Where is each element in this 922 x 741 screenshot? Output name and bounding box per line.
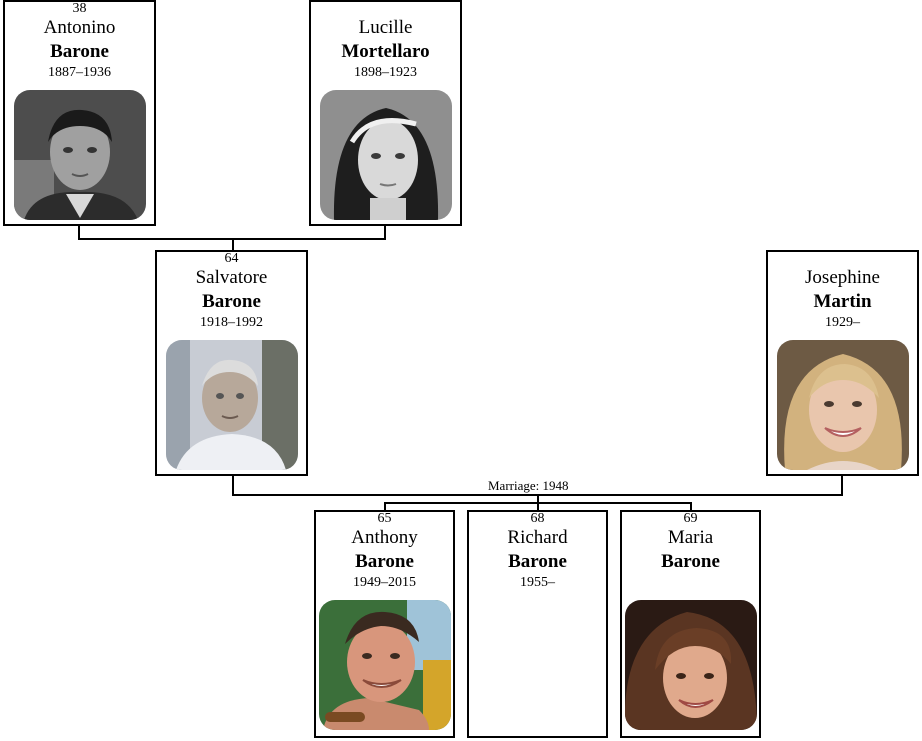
person-first-name: Antonino (43, 17, 116, 38)
person-number: 65 (377, 511, 392, 526)
person-years: 1949–2015 (353, 575, 416, 590)
connector-josephine-down (841, 474, 843, 496)
person-years: 1929– (825, 315, 860, 330)
connector-lucille-down (384, 224, 386, 240)
person-first-name: Salvatore (195, 267, 268, 288)
person-card-josephine[interactable]: Josephine Martin 1929– (766, 250, 919, 476)
person-years: 1898–1923 (354, 65, 417, 80)
marriage-label: Marriage: 1948 (488, 478, 569, 493)
connector-to-salvatore (232, 238, 234, 252)
connector-marriage-to-children (537, 494, 539, 504)
person-card-anthony[interactable]: 65 Anthony Barone 1949–2015 (314, 510, 455, 738)
connector-maria-up (690, 502, 692, 511)
connector-anthony-up (384, 502, 386, 511)
portrait-photo[interactable] (318, 600, 451, 730)
person-years: 1918–1992 (200, 315, 263, 330)
person-first-name: Josephine (805, 267, 880, 288)
person-first-name: Richard (507, 527, 568, 548)
person-number: 64 (224, 251, 239, 266)
portrait-photo[interactable] (13, 90, 146, 220)
person-card-maria[interactable]: 69 Maria Barone (620, 510, 761, 738)
person-number (768, 252, 917, 266)
connector-richard-up (537, 502, 539, 511)
person-card-richard[interactable]: 68 Richard Barone 1955– (467, 510, 608, 738)
person-number: 69 (683, 511, 698, 526)
portrait-photo[interactable] (165, 340, 298, 470)
person-first-name: Lucille (358, 17, 413, 38)
person-years (622, 574, 759, 592)
connector-antonino-down (78, 224, 80, 240)
person-first-name: Anthony (351, 527, 418, 548)
portrait-photo[interactable] (776, 340, 909, 470)
person-last-name: Barone (50, 41, 109, 62)
person-years: 1887–1936 (48, 65, 111, 80)
person-years: 1955– (520, 575, 555, 590)
portrait-photo[interactable] (319, 90, 452, 220)
person-last-name: Barone (508, 551, 567, 572)
person-last-name: Mortellaro (341, 41, 430, 62)
connector-salvatore-down (232, 474, 234, 496)
person-last-name: Martin (813, 291, 872, 312)
person-last-name: Barone (202, 291, 261, 312)
person-card-salvatore[interactable]: 64 Salvatore Barone 1918–1992 (155, 250, 308, 476)
person-last-name: Barone (661, 551, 720, 572)
person-last-name: Barone (355, 551, 414, 572)
person-card-antonino[interactable]: 38 Antonino Barone 1887–1936 (3, 0, 156, 226)
person-number (311, 2, 460, 16)
person-first-name: Maria (667, 527, 714, 548)
portrait-photo[interactable] (624, 600, 757, 730)
person-number: 68 (530, 511, 545, 526)
person-number: 38 (72, 1, 87, 16)
person-card-lucille[interactable]: Lucille Mortellaro 1898–1923 (309, 0, 462, 226)
